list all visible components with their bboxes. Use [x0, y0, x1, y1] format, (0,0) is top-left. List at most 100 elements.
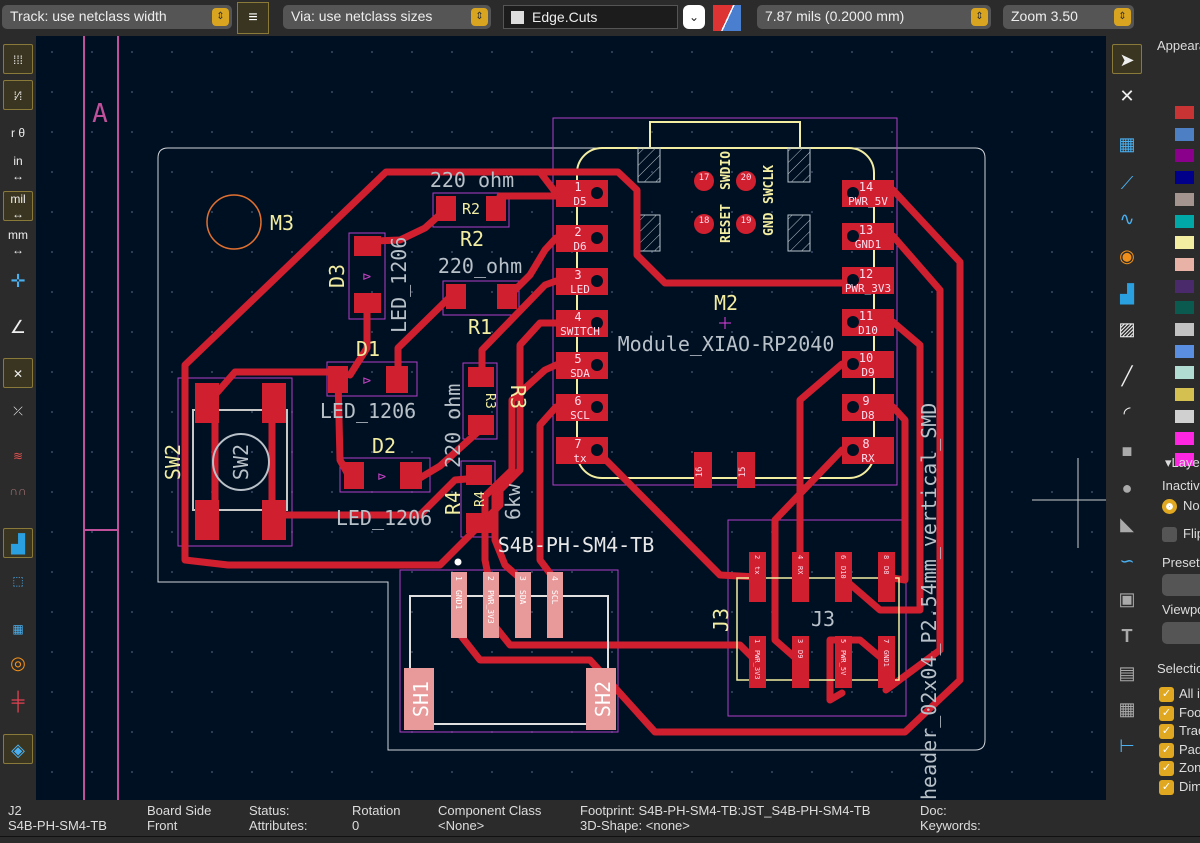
footprint-outline-icon[interactable]: ▦: [12, 622, 24, 636]
grid-overrides-icon[interactable]: ⁞⁄⁞: [3, 80, 33, 110]
draw-circle-icon[interactable]: ●: [1121, 478, 1133, 498]
ratsnest-icon[interactable]: ✕: [3, 358, 33, 388]
layer-color-swatch[interactable]: [1175, 171, 1194, 185]
track-clearance-icon[interactable]: ∩∩: [9, 484, 27, 498]
checkmark-icon: ✓: [1159, 687, 1174, 703]
keywords-label: Keywords:: [920, 818, 981, 833]
layer-color-swatch[interactable]: [1175, 279, 1194, 293]
layer-color-swatch[interactable]: [1175, 323, 1194, 336]
curved-ratsnest-icon[interactable]: ⤫: [13, 404, 23, 418]
mils-button[interactable]: mil↔: [3, 191, 33, 221]
tune-length-icon[interactable]: ∿: [1119, 209, 1135, 229]
add-via-icon[interactable]: ◉: [1119, 246, 1135, 266]
pad-fill-icon[interactable]: ▟: [3, 528, 33, 558]
layer-color-swatch[interactable]: [1175, 344, 1194, 358]
pad-number: 2: [574, 225, 581, 239]
via-size-select[interactable]: Via: use netclass sizes⇕: [283, 5, 491, 29]
layer-color-swatch[interactable]: [1175, 257, 1194, 271]
selection-filter-checkbox[interactable]: ✓Dimensions: [1159, 779, 1200, 795]
route-track-icon[interactable]: ⟋: [1120, 173, 1134, 193]
inactive-layers-label: Inactive layers:: [1162, 478, 1200, 493]
select-arrow-icon[interactable]: ➤: [1112, 44, 1142, 74]
add-table-icon[interactable]: ▦: [1118, 699, 1136, 719]
presets-select[interactable]: [1162, 574, 1200, 596]
main-toolbar: Track: use netclass width⇕ ≡ Via: use ne…: [0, 0, 1200, 36]
local-ratsnest-icon[interactable]: ✕: [1119, 86, 1135, 106]
layer-pair-icon[interactable]: [713, 5, 741, 31]
board-outline: [157, 147, 986, 751]
pad-number: 8: [862, 437, 869, 451]
add-dimension-icon[interactable]: ⊢: [1119, 736, 1135, 756]
viewports-select[interactable]: [1162, 622, 1200, 644]
pad-number: 16: [695, 467, 705, 478]
layer-dropdown-button[interactable]: ⌄: [683, 5, 705, 29]
grid-select[interactable]: 7.87 mils (0.2000 mm)⇕: [757, 5, 991, 29]
draw-bezier-icon[interactable]: ∽: [1119, 551, 1135, 571]
add-textbox-icon[interactable]: ▤: [1118, 663, 1136, 683]
track-width-lock-button[interactable]: ≡: [237, 2, 269, 34]
pad-net: PWR_3V3: [845, 282, 891, 295]
pad-net: GND1: [855, 238, 882, 251]
layer-color-swatch[interactable]: [1175, 453, 1194, 467]
rule-area-icon[interactable]: ▨: [1118, 319, 1136, 339]
layer-color-swatch[interactable]: [1175, 431, 1194, 445]
layers-section-toggle[interactable]: ▾Layers: [1165, 455, 1200, 471]
pad-outline-icon[interactable]: ⬚: [12, 574, 24, 588]
track-width-select[interactable]: Track: use netclass width⇕: [2, 5, 232, 29]
add-zone-icon[interactable]: ▟: [1120, 284, 1134, 304]
add-image-icon[interactable]: ▣: [1118, 589, 1136, 609]
add-footprint-icon[interactable]: ▦: [1118, 134, 1136, 154]
draw-line-icon[interactable]: ╱: [1121, 366, 1133, 386]
usb-connector-outline: [649, 121, 801, 149]
pad-number: 5: [839, 639, 847, 643]
layer-color-swatch[interactable]: [1175, 149, 1194, 163]
footprint-info: Footprint: S4B-PH-SM4-TB:JST_S4B-PH-SM4-…: [580, 803, 871, 818]
flip-board-checkbox[interactable]: Flip board view: [1162, 526, 1200, 543]
layers-icon[interactable]: ◈: [3, 734, 33, 764]
millimeters-button[interactable]: mm↔: [8, 228, 28, 257]
grid-dots-icon[interactable]: ⁞⁞⁞: [3, 44, 33, 74]
cursor-crosshair-icon[interactable]: ✛: [10, 271, 26, 291]
d2-value: LED_1206: [336, 506, 432, 530]
net-highlight-icon[interactable]: ≋: [12, 449, 24, 463]
draw-polygon-icon[interactable]: ◣: [1120, 514, 1134, 534]
draw-arc-icon[interactable]: ◜: [1123, 403, 1131, 423]
selection-filter-checkbox[interactable]: ✓Zones: [1159, 760, 1200, 777]
layer-color-swatch[interactable]: [1175, 192, 1194, 206]
layer-select[interactable]: Edge.Cuts: [503, 5, 678, 29]
selection-filter-checkbox[interactable]: ✓Footprints: [1159, 705, 1200, 721]
draw-rectangle-icon[interactable]: ■: [1121, 441, 1133, 461]
inches-button[interactable]: in↔: [12, 154, 24, 183]
r1-footprint: [446, 284, 517, 309]
layer-color-swatch[interactable]: [1175, 388, 1194, 402]
appearance-tab[interactable]: Appearance: [1157, 38, 1200, 53]
layer-color-swatch[interactable]: [1175, 366, 1194, 380]
add-text-icon[interactable]: T: [1121, 626, 1133, 646]
pad-net: D8: [861, 409, 874, 422]
polar-coords-icon[interactable]: r θ: [10, 126, 25, 140]
selection-filter-checkbox[interactable]: ✓Tracks: [1159, 723, 1200, 740]
selection-filter-checkbox[interactable]: ✓All items: [1159, 686, 1200, 703]
layer-color-swatch[interactable]: [1175, 409, 1194, 423]
angle-icon[interactable]: ∠: [9, 317, 27, 337]
layer-color-swatch[interactable]: [1175, 301, 1194, 315]
pad-number: 1: [753, 639, 761, 643]
chevron-updown-icon: ⇕: [971, 8, 988, 26]
silk-label-reset: RESET: [719, 204, 734, 243]
layer-color-swatch[interactable]: [1175, 236, 1194, 250]
pad-net: tx: [573, 452, 587, 465]
zoom-select[interactable]: Zoom 3.50⇕: [1003, 5, 1134, 29]
track-sketch-icon[interactable]: ╪: [11, 691, 25, 711]
layer-color-swatch[interactable]: [1175, 127, 1194, 141]
pad-number: 17: [699, 173, 710, 183]
via-sketch-icon[interactable]: ◎: [10, 653, 26, 673]
normal-radio[interactable]: Normal: [1162, 498, 1200, 515]
layer-color-swatch[interactable]: [1175, 214, 1194, 228]
layer-color-swatch[interactable]: [1175, 106, 1194, 119]
r2-ref-fab: R2: [462, 200, 480, 218]
selection-filter-checkbox[interactable]: ✓Pads: [1159, 742, 1200, 758]
checkmark-icon: ✓: [1159, 724, 1174, 740]
pad-number: 6: [839, 555, 847, 559]
